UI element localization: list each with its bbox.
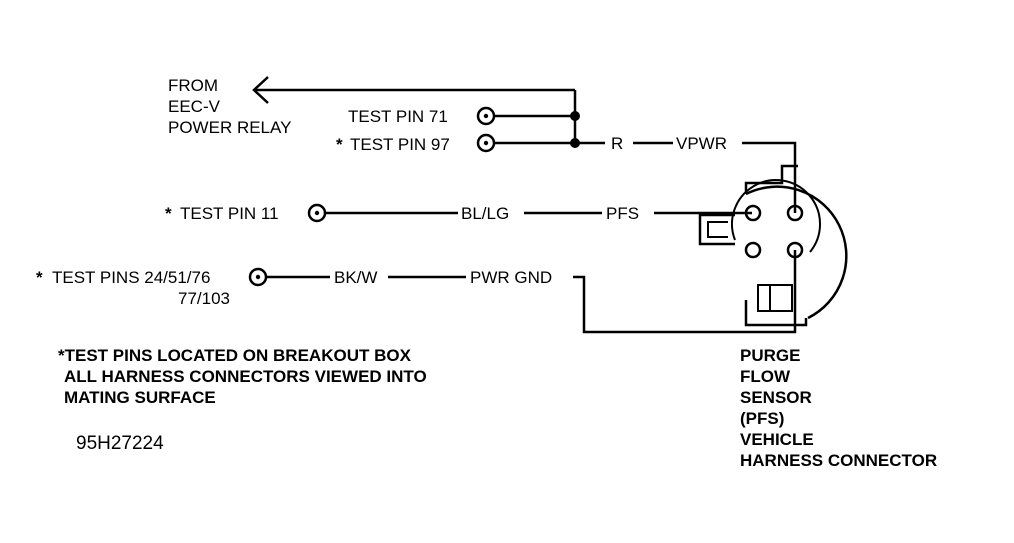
figure-code: 95H27224 (76, 433, 164, 454)
test-pins-multi-label-line2: 77/103 (178, 289, 230, 308)
pwr-gnd-wire (573, 250, 797, 334)
wire-color-bllg: BL/LG (461, 204, 509, 223)
test-pin-97-label: TEST PIN 97 (350, 135, 450, 154)
circuit-pfs: PFS (606, 204, 639, 223)
pfs-connector (698, 164, 848, 327)
connector-label-line3: SENSOR (740, 388, 812, 407)
test-pin-97-terminal (476, 133, 496, 153)
splice-dot-71 (570, 111, 580, 121)
connector-label-line6: HARNESS CONNECTOR (740, 451, 937, 470)
test-pin-97-asterisk: * (336, 135, 343, 154)
from-label-line1: FROM (168, 76, 218, 95)
wire-color-r: R (611, 134, 623, 153)
connector-label-line5: VEHICLE (740, 430, 814, 449)
test-pins-multi-asterisk: * (36, 268, 43, 287)
test-pin-11-terminal (307, 203, 327, 223)
splice-dot-97 (570, 138, 580, 148)
circuit-pwr-gnd: PWR GND (470, 268, 552, 287)
test-pin-71-terminal (476, 106, 496, 126)
test-pins-multi-label-line1: TEST PINS 24/51/76 (52, 268, 210, 287)
test-pin-71-label: TEST PIN 71 (348, 107, 448, 126)
connector-label-line2: FLOW (740, 367, 791, 386)
test-pin-11-asterisk: * (165, 204, 172, 223)
wire-color-bkw: BK/W (334, 268, 377, 287)
note-line2: ALL HARNESS CONNECTORS VIEWED INTO (64, 367, 427, 386)
note-line3: MATING SURFACE (64, 388, 216, 407)
test-pin-11-label: TEST PIN 11 (180, 204, 279, 223)
from-label-line2: EEC-V (168, 97, 221, 116)
connector-label-line4: (PFS) (740, 409, 784, 428)
connector-label-line1: PURGE (740, 346, 800, 365)
from-label-line3: POWER RELAY (168, 118, 291, 137)
circuit-vpwr: VPWR (676, 134, 727, 153)
vpwr-wire (742, 141, 797, 213)
test-pins-multi-terminal (248, 267, 268, 287)
note-line1: *TEST PINS LOCATED ON BREAKOUT BOX (58, 346, 412, 365)
